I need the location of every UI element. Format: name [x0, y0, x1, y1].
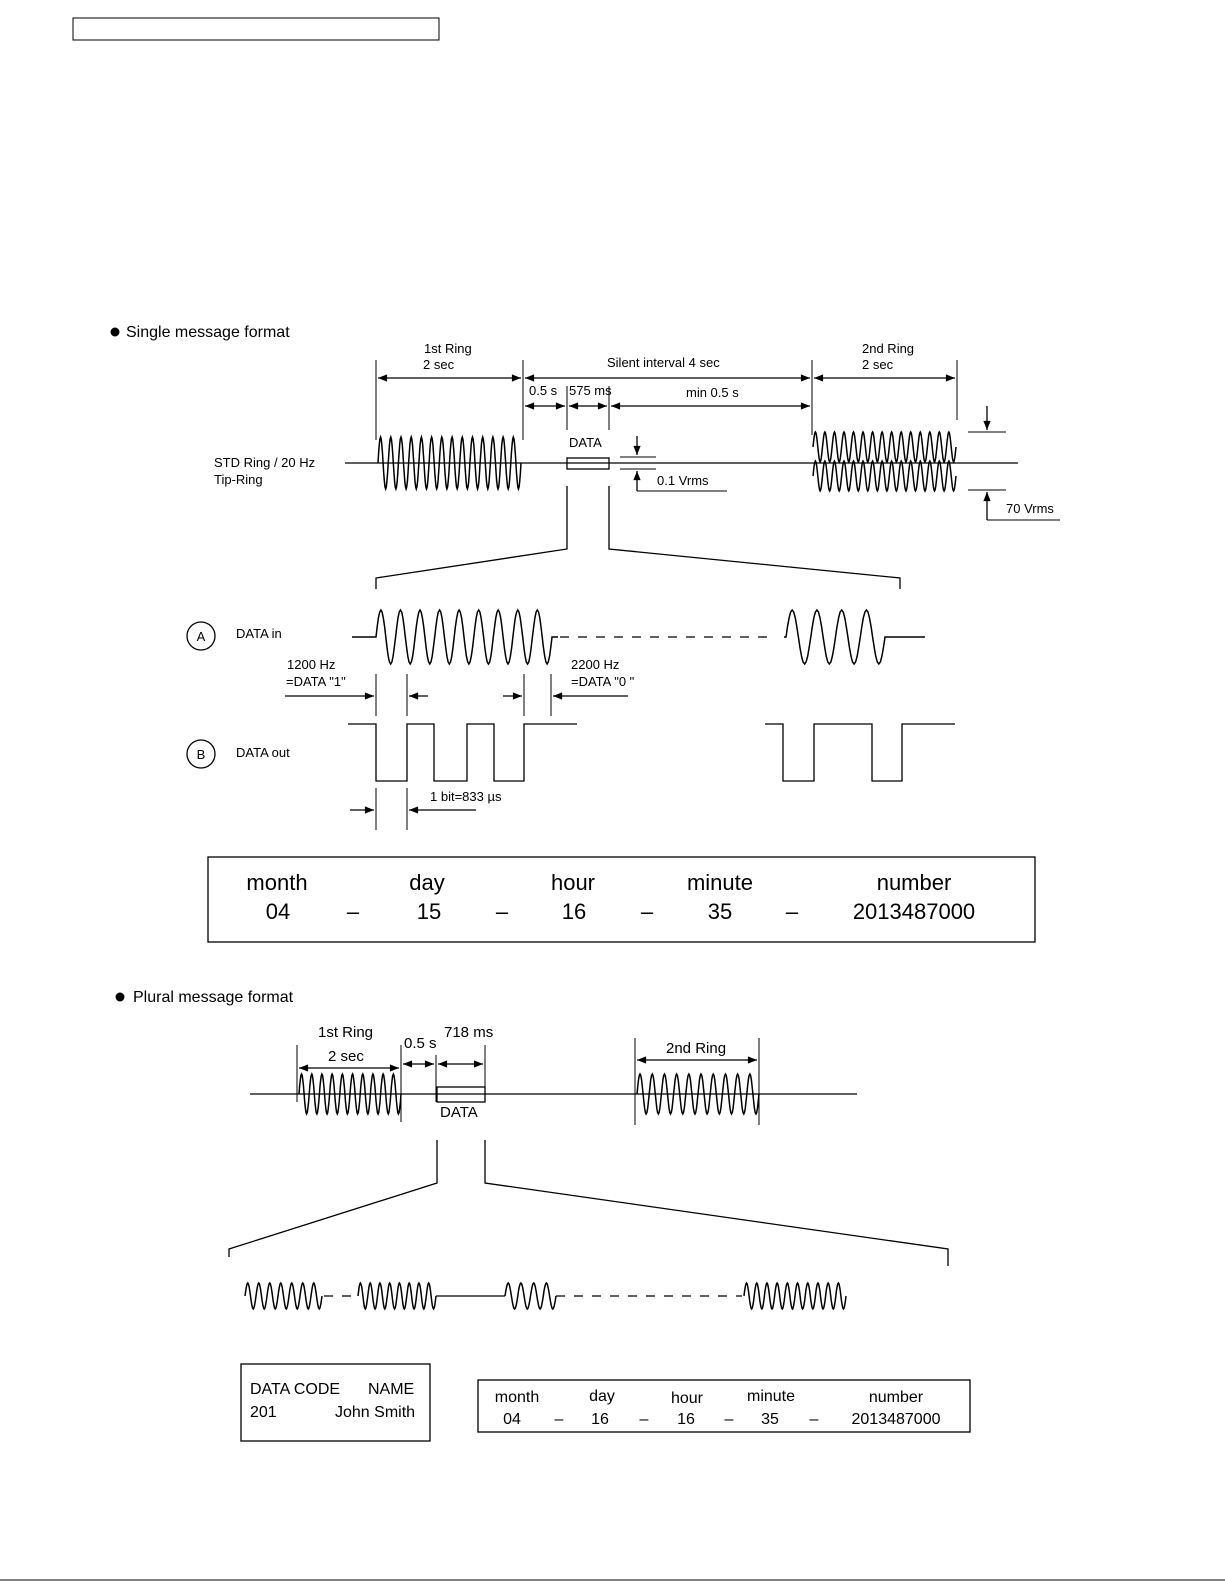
single-message-section: Single message format 1st Ring 2 sec Sil… — [110, 324, 1060, 943]
data-code-box — [240, 1363, 431, 1442]
table-header: minute — [747, 1388, 795, 1405]
table-separator: – — [725, 1411, 734, 1428]
data-in-waveform-2 — [784, 608, 925, 666]
f2200-data-label: =DATA "0 " — [571, 674, 635, 689]
plural-ring2-waveform — [636, 1072, 760, 1116]
stream-burst-4 — [743, 1281, 847, 1311]
table-value: 04 — [266, 899, 290, 924]
table-header: day — [409, 870, 444, 895]
table-value: 2013487000 — [853, 899, 975, 924]
single-result-box — [207, 856, 1036, 943]
single-ring2-duration: 2 sec — [862, 357, 894, 372]
plural-ring1-label: 1st Ring — [318, 1024, 373, 1041]
table-value: 35 — [708, 899, 732, 924]
table-separator: – — [641, 899, 654, 924]
f2200-label: 2200 Hz — [571, 657, 619, 672]
data-in-label: DATA in — [236, 626, 282, 641]
table-value: 16 — [677, 1411, 695, 1428]
ring1-waveform — [377, 434, 522, 492]
table-value: 15 — [417, 899, 441, 924]
table-value: 04 — [503, 1411, 521, 1428]
table-separator: – — [347, 899, 360, 924]
f1200-data-label: =DATA "1" — [286, 674, 346, 689]
plural-data-block — [436, 1086, 486, 1103]
plural-t2-label: 718 ms — [444, 1024, 493, 1041]
table-value: 16 — [562, 899, 586, 924]
table-header: month — [246, 870, 307, 895]
marker-a — [186, 621, 216, 651]
table-header: number — [869, 1389, 924, 1406]
plural-result-box — [477, 1379, 971, 1433]
bullet-icon — [110, 327, 120, 337]
table-header: number — [877, 870, 952, 895]
stream-burst-3 — [504, 1281, 557, 1311]
data-out-waveform-2 — [765, 723, 955, 782]
data-out-label: DATA out — [236, 745, 290, 760]
ring2-waveform-upper — [812, 430, 957, 464]
marker-b — [186, 739, 216, 769]
single-ring2-label: 2nd Ring — [862, 341, 914, 356]
single-t1-label: 0.5 s — [529, 383, 558, 398]
data-code-header: DATA CODE — [250, 1381, 340, 1398]
name-header: NAME — [368, 1381, 414, 1398]
f1200-label: 1200 Hz — [287, 657, 335, 672]
table-separator: – — [786, 899, 799, 924]
plural-result-table: month day hour minute number 04 16 16 35… — [495, 1388, 941, 1428]
data-out-waveform-1 — [348, 723, 577, 782]
data-block — [566, 457, 610, 470]
single-result-table: month day hour minute number 04 15 16 35… — [246, 870, 975, 924]
table-value: 16 — [591, 1411, 609, 1428]
table-header: hour — [671, 1390, 704, 1407]
table-header: day — [589, 1388, 615, 1405]
table-separator: – — [640, 1411, 649, 1428]
single-t2-label: 575 ms — [569, 383, 612, 398]
table-separator: – — [555, 1411, 564, 1428]
plural-data-label: DATA — [440, 1104, 478, 1121]
marker-b-letter: B — [197, 747, 206, 762]
stream-burst-2 — [357, 1281, 437, 1311]
plural-message-section: Plural message format 1st Ring 2 sec 0.5… — [115, 989, 971, 1442]
table-header: minute — [687, 870, 753, 895]
table-separator: – — [496, 899, 509, 924]
tip-ring-label: Tip-Ring — [214, 472, 263, 487]
ring2-waveform-lower — [812, 459, 957, 493]
table-header: month — [495, 1389, 539, 1406]
single-ring1-duration: 2 sec — [423, 357, 455, 372]
v01-label: 0.1 Vrms — [657, 473, 709, 488]
plural-ring2-label: 2nd Ring — [666, 1040, 726, 1057]
plural-ring1-duration: 2 sec — [328, 1048, 364, 1065]
table-separator: – — [810, 1411, 819, 1428]
single-heading: Single message format — [126, 324, 290, 341]
v70-label: 70 Vrms — [1006, 501, 1054, 516]
plural-heading: Plural message format — [133, 989, 294, 1006]
data-in-waveform-1 — [352, 608, 558, 666]
header-box — [72, 17, 440, 41]
single-t3-label: min 0.5 s — [686, 385, 739, 400]
table-header: hour — [551, 870, 595, 895]
name-value: John Smith — [335, 1404, 415, 1421]
std-ring-label: STD Ring / 20 Hz — [214, 455, 315, 470]
table-value: 35 — [761, 1411, 779, 1428]
stream-burst-1 — [244, 1281, 323, 1311]
single-silent-label: Silent interval 4 sec — [607, 355, 720, 370]
plural-t1-label: 0.5 s — [404, 1035, 437, 1052]
bullet-icon — [115, 992, 125, 1002]
table-value: 2013487000 — [852, 1411, 941, 1428]
marker-a-letter: A — [197, 629, 206, 644]
single-ring1-label: 1st Ring — [424, 341, 472, 356]
data-code-value: 201 — [250, 1404, 277, 1421]
single-data-label: DATA — [569, 435, 602, 450]
bit-label: 1 bit=833 µs — [430, 789, 502, 804]
plural-ring1-waveform — [298, 1072, 402, 1116]
